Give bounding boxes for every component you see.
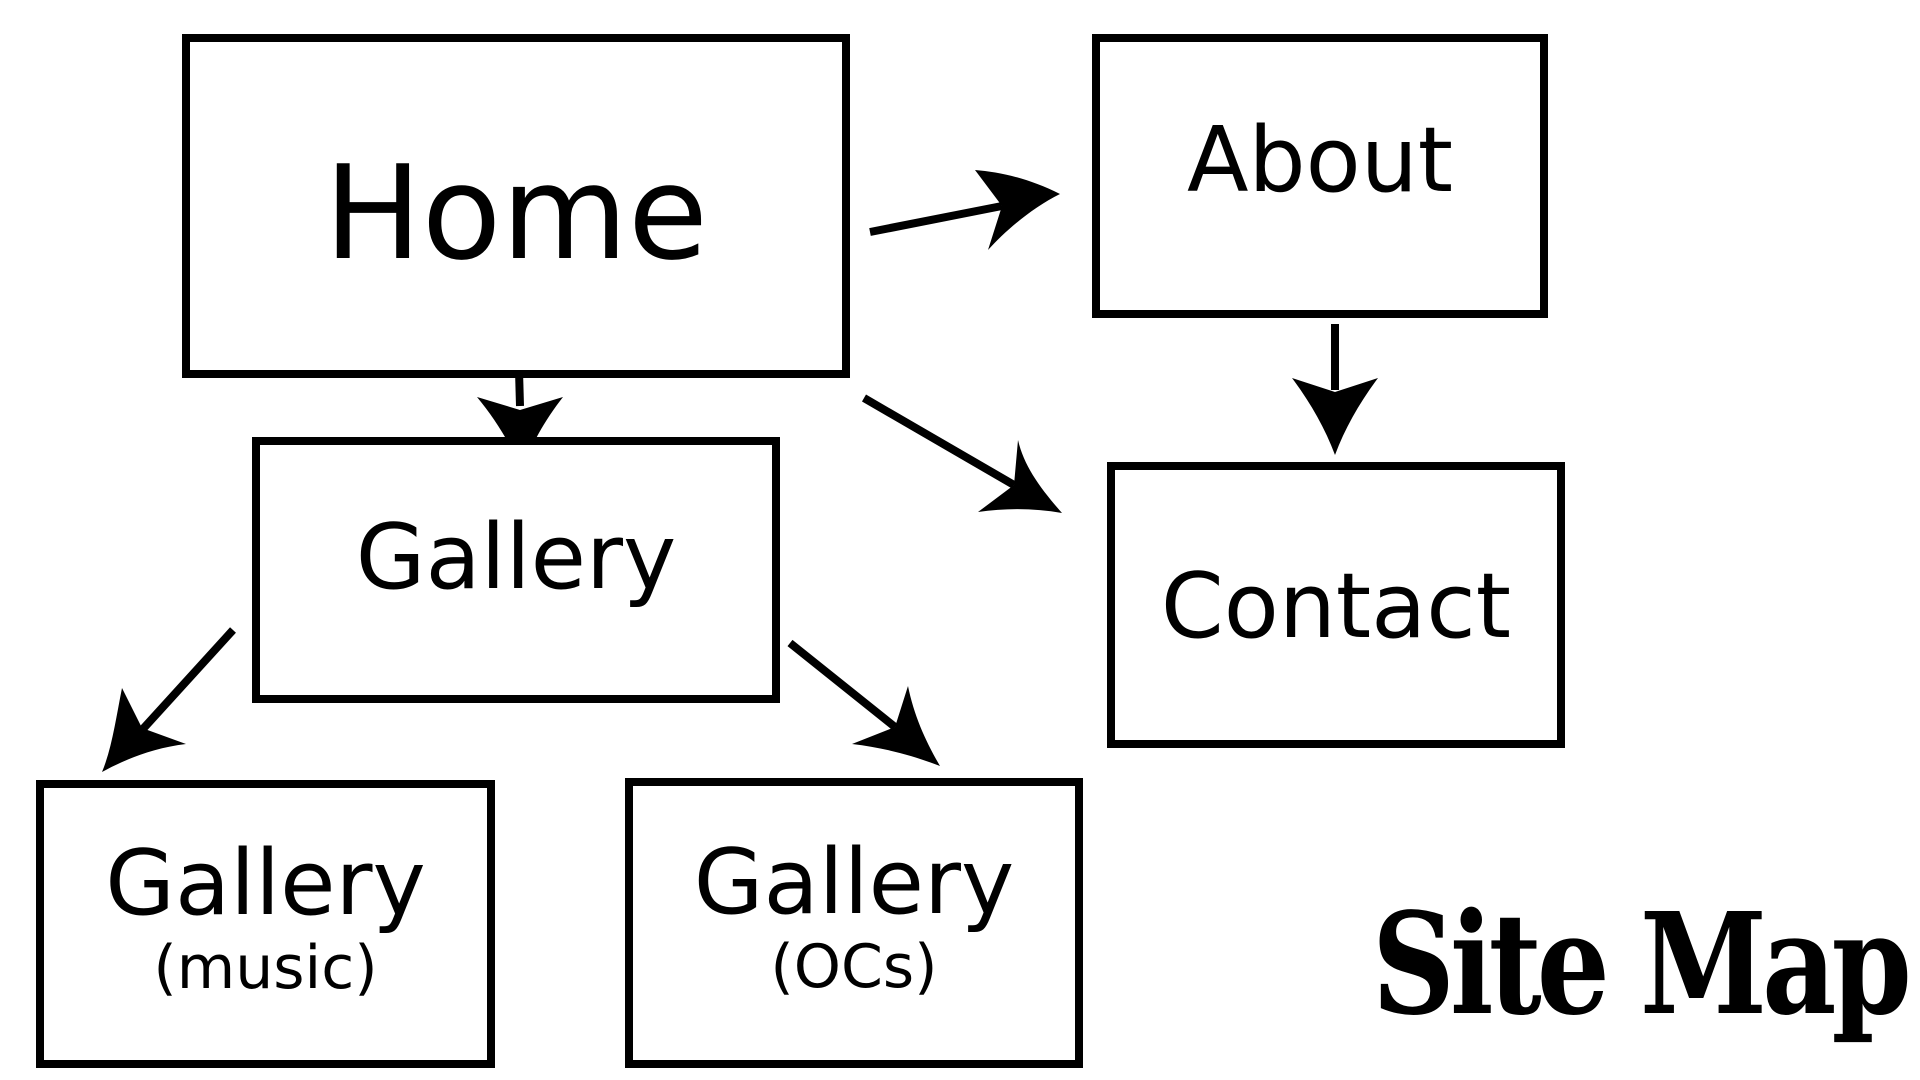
edge-gallery-ocs (787, 639, 940, 766)
node-contact-label: Contact (1160, 553, 1512, 659)
edge-line (139, 627, 236, 733)
arrowhead-icon (102, 688, 186, 772)
arrowhead-icon (1292, 378, 1378, 455)
edge-about-contact (1292, 324, 1378, 455)
node-home: Home (182, 34, 850, 378)
node-gallery: Gallery (252, 437, 780, 703)
edge-gallery-music (102, 627, 236, 772)
node-about: About (1092, 34, 1548, 318)
edge-home-contact (861, 394, 1062, 513)
arrowhead-icon (852, 686, 940, 766)
arrowhead-icon (975, 170, 1060, 250)
edge-line (861, 394, 1017, 489)
node-gallery-music-sublabel: (music) (153, 933, 378, 1004)
arrowhead-icon (978, 440, 1062, 513)
edge-line (787, 639, 898, 731)
node-gallery-music: Gallery (music) (36, 780, 495, 1068)
edge-home-about (869, 170, 1060, 250)
edge-line (869, 202, 1003, 236)
node-gallery-ocs-label: Gallery (693, 829, 1015, 935)
node-gallery-music-label: Gallery (105, 830, 426, 936)
node-about-label: About (1186, 107, 1454, 213)
node-contact: Contact (1107, 462, 1565, 748)
node-gallery-label: Gallery (355, 504, 677, 610)
node-gallery-ocs-sublabel: (OCs) (770, 932, 938, 1003)
node-gallery-ocs: Gallery (OCs) (625, 778, 1083, 1068)
node-home-label: Home (324, 136, 708, 289)
diagram-title: Site Map (1372, 883, 1912, 1047)
